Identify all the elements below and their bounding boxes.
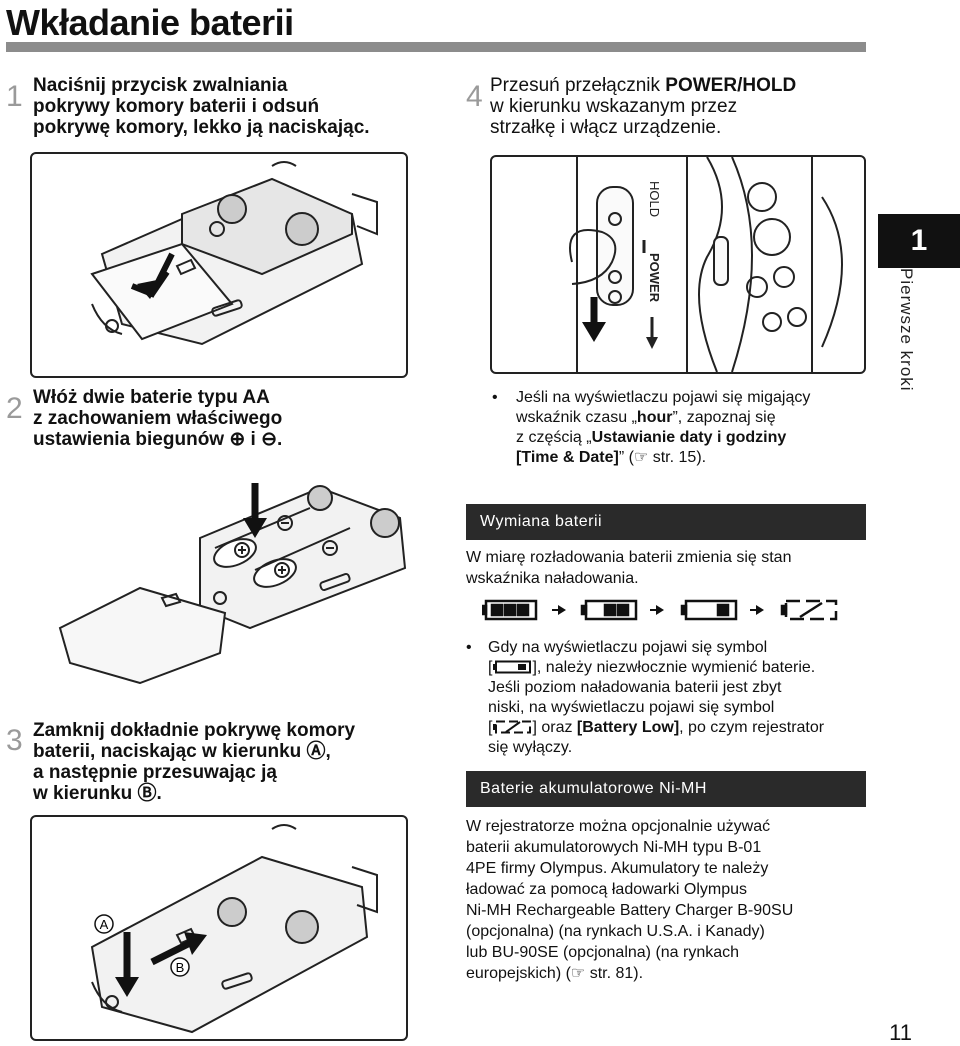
replace-heading: Wymiana baterii — [466, 504, 866, 540]
label-b: B — [176, 960, 185, 975]
nimh-body: W rejestratorze można opcjonalnie używać… — [466, 818, 794, 982]
power-label: POWER — [647, 253, 662, 303]
time-note: Jeśli na wyświetlaczu pojawi się migając… — [516, 389, 811, 466]
chapter-tab[interactable]: 1 — [878, 214, 960, 268]
battery-empty-icon — [780, 599, 838, 621]
chapter-side-label: Pierwsze kroki — [897, 268, 916, 392]
step-number: 2 — [6, 392, 23, 425]
battery-low-icon — [493, 660, 532, 674]
figure-open-cover — [30, 152, 408, 378]
label-a: A — [100, 917, 109, 932]
step-number: 4 — [466, 80, 483, 113]
figure-insert-batteries — [50, 478, 410, 685]
battery-two-thirds-icon — [580, 599, 638, 621]
page-title: Wkładanie baterii — [6, 2, 294, 43]
step-number: 1 — [6, 80, 23, 113]
battery-exhausted-icon — [493, 720, 532, 734]
replace-intro: W miarę rozładowania baterii zmienia się… — [466, 549, 792, 587]
replace-bullet: Gdy na wyświetlaczu pojawi się symbol []… — [488, 639, 825, 756]
battery-full-icon — [480, 599, 538, 621]
page-number: 11 — [889, 1020, 912, 1045]
hold-label: HOLD — [647, 181, 662, 217]
nimh-heading: Baterie akumulatorowe Ni-MH — [466, 771, 866, 807]
figure-close-cover: A B — [30, 815, 408, 1041]
title-divider — [6, 42, 866, 52]
step-number: 3 — [6, 724, 23, 757]
bullet-dot: • — [492, 389, 498, 406]
figure-power-switch: HOLD POWER — [490, 155, 866, 374]
step-4-text: Przesuń przełącznik POWER/HOLD w kierunk… — [490, 75, 797, 138]
battery-indicators — [480, 596, 842, 624]
battery-one-third-icon — [680, 599, 738, 621]
bullet-dot: • — [466, 639, 472, 656]
